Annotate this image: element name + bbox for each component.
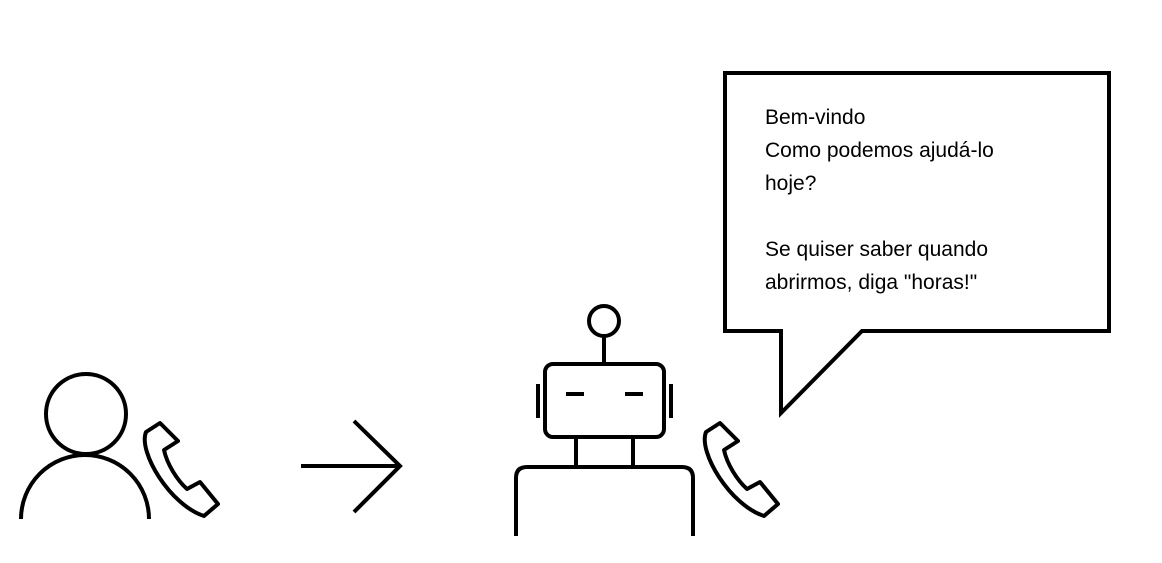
bubble-line-blank <box>765 200 1085 233</box>
bot-phone-icon <box>702 421 780 518</box>
bubble-line-hours-prompt: Se quiser saber quando <box>765 238 988 261</box>
speech-bubble <box>723 71 1111 418</box>
robot-icon <box>514 304 695 536</box>
arrow-right-icon <box>301 419 403 514</box>
bubble-line-question-end: hoje? <box>765 172 817 195</box>
robot-antenna-ball <box>587 304 621 338</box>
speech-bubble-text: Bem-vindo Como podemos ajudá-lo hoje? Se… <box>765 101 1085 299</box>
bubble-line-hours-command: abrirmos, diga "horas!" <box>765 271 978 294</box>
caller-phone-icon <box>142 421 220 518</box>
robot-body <box>514 465 695 536</box>
bubble-line-question: Como podemos ajudá-lo <box>765 139 994 162</box>
bubble-line-welcome: Bem-vindo <box>765 106 866 129</box>
person-icon <box>19 372 151 520</box>
robot-head <box>543 362 666 439</box>
